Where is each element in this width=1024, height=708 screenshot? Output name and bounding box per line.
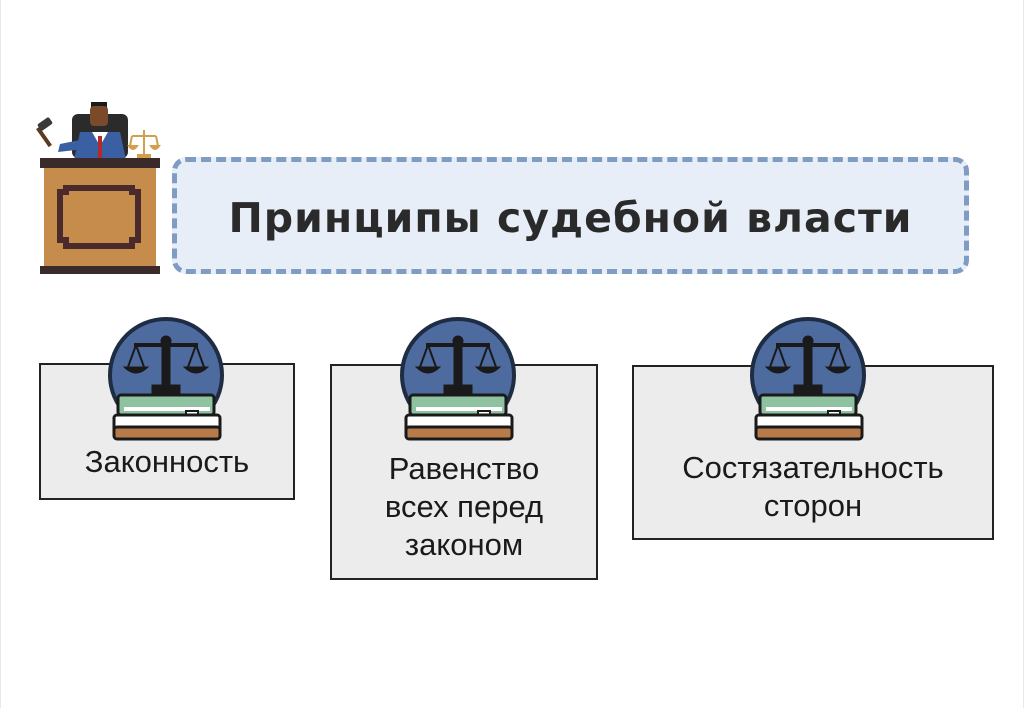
- principle-label: Законность: [84, 444, 250, 479]
- scales-on-books-icon: [108, 317, 224, 441]
- title-banner: Принципы судебной власти: [172, 157, 969, 274]
- page-title: Принципы судебной власти: [228, 193, 913, 242]
- principle-label: Состязательность сторон: [682, 450, 944, 523]
- scales-on-books-icon: [400, 317, 516, 441]
- scales-on-books-icon: [750, 317, 866, 441]
- principle-card-equality: Равенство всех перед законом: [330, 364, 598, 580]
- judge-at-desk-illustration: [36, 102, 161, 274]
- principle-label: Равенство всех перед законом: [384, 451, 544, 562]
